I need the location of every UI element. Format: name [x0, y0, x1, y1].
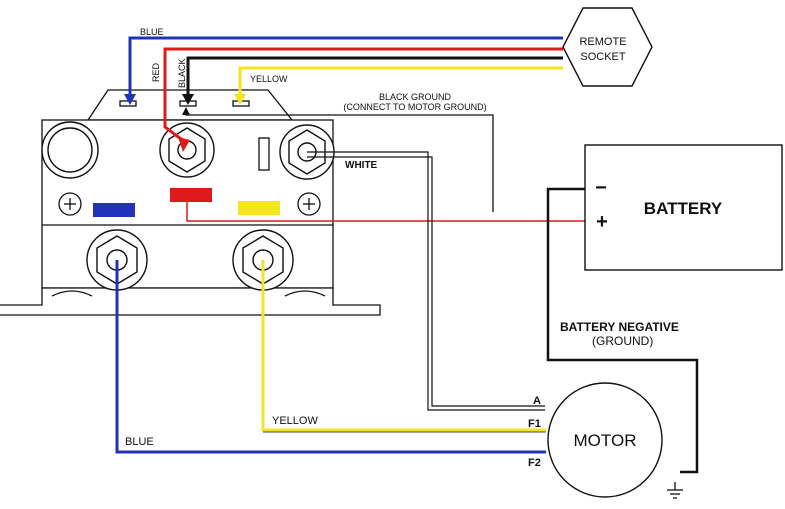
wire-battery-negative: [546, 187, 699, 474]
motor-terminal-a: A: [533, 395, 541, 407]
wire-white-2: [307, 156, 545, 407]
wire-white-1: [307, 151, 545, 411]
label-black-ground-2: (CONNECT TO MOTOR GROUND): [343, 102, 486, 112]
remote-socket-line2: SOCKET: [580, 51, 626, 63]
label-yellow-bottom: YELLOW: [272, 415, 318, 427]
ground-icon: [667, 482, 683, 499]
label-blue-top: BLUE: [140, 27, 164, 37]
arrowhead-yellow: [234, 94, 246, 105]
arrowhead-black: [182, 94, 194, 105]
color-marker-red: [170, 188, 212, 202]
color-marker-blue: [93, 203, 135, 217]
label-battery-negative: BATTERY NEGATIVE: [560, 320, 679, 334]
label-battery-negative-ground: (GROUND): [592, 334, 653, 348]
wire-red-battery: [186, 195, 585, 222]
label-red-vertical: RED: [151, 62, 161, 82]
screw-icon: [297, 192, 321, 216]
color-marker-yellow: [238, 201, 280, 215]
wire-blue-motor: [115, 260, 546, 454]
remote-socket-line1: REMOTE: [579, 36, 626, 48]
motor-label: MOTOR: [574, 431, 637, 450]
arrowhead-red: [178, 137, 190, 152]
wire-yellow-motor: [261, 260, 546, 432]
fuse-slot: [258, 137, 270, 171]
remote-socket: [562, 7, 653, 87]
motor-body: [547, 382, 663, 498]
label-white: WHITE: [345, 160, 378, 171]
label-black-ground-1: BLACK GROUND: [379, 92, 452, 102]
arrowhead-ground: [182, 107, 190, 115]
motor-terminal-f2: F2: [528, 457, 541, 469]
wire-blue-remote: [128, 36, 563, 98]
screw-icon: [58, 192, 82, 216]
label-black-vertical: BLACK: [177, 58, 187, 88]
wire-yellow-remote: [238, 66, 563, 98]
battery-positive-sign: +: [596, 211, 608, 233]
label-blue-bottom: BLUE: [125, 436, 154, 448]
battery-box: [584, 144, 783, 271]
battery-negative-sign: −: [595, 177, 607, 199]
arrowhead-blue: [124, 94, 136, 105]
battery-label: BATTERY: [644, 199, 723, 218]
wire-red-remote: [163, 47, 563, 144]
motor-terminal-f1: F1: [528, 418, 541, 430]
terminal-cap-top-left: [41, 121, 99, 179]
label-yellow-top: YELLOW: [250, 74, 288, 84]
wire-black-remote: [186, 56, 563, 98]
